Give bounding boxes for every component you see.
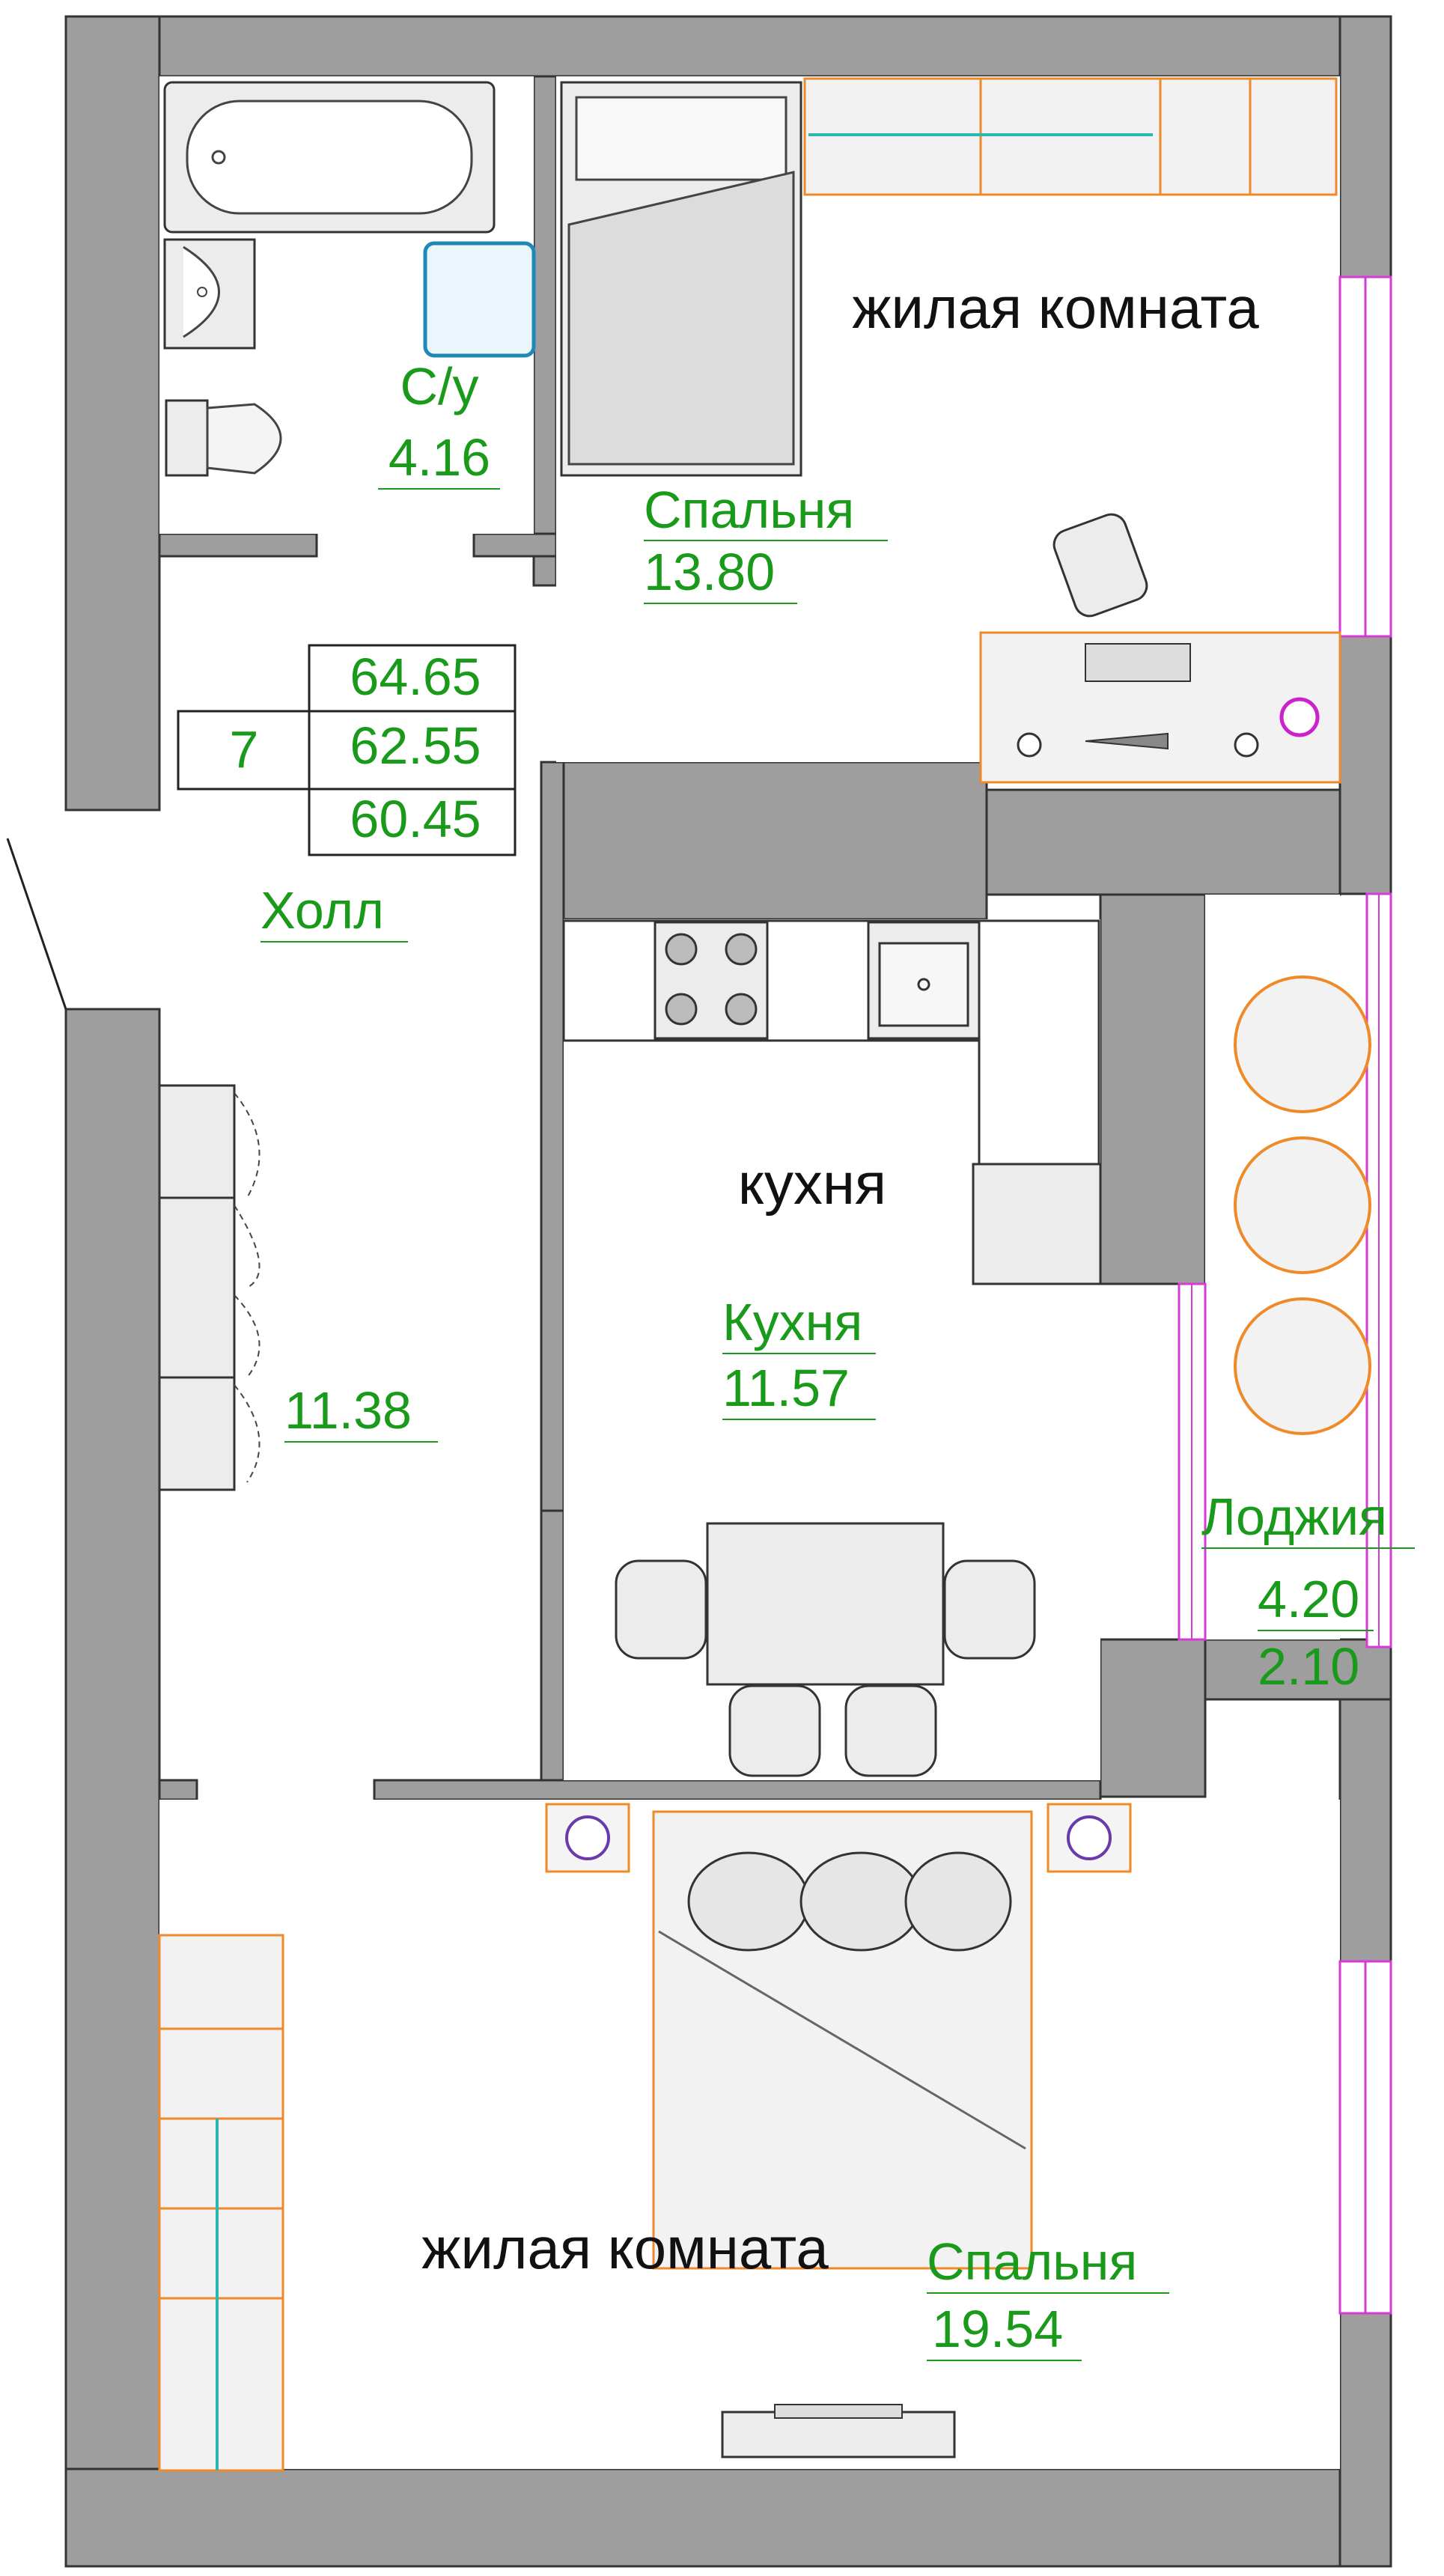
- wall-top: [64, 15, 1392, 78]
- office-chair-icon: [1052, 513, 1148, 618]
- speaker-left-icon: [1017, 732, 1042, 758]
- bathroom-name: С/у: [400, 357, 479, 415]
- wall-kitchen-loggia: [1099, 893, 1207, 1285]
- toilet-tank-icon: [165, 399, 209, 477]
- kitchen-furniture: [562, 919, 1102, 1777]
- wall-right-mid: [1338, 635, 1392, 895]
- wall-bedroom-kitchen: [540, 761, 988, 921]
- bedroom-top-furniture: [560, 77, 1341, 784]
- chair-right-icon: [943, 1559, 1036, 1660]
- hall-area: 11.38: [284, 1381, 412, 1440]
- wall-kitchen-corner: [1099, 1638, 1207, 1798]
- area-with-reduced-loggia: 62.55: [350, 716, 481, 775]
- hall-furniture: [158, 1084, 261, 1491]
- bathroom-area: 4.16: [389, 428, 490, 487]
- wall-bath-bottom-left: [158, 532, 318, 558]
- wall-right-bottom: [1338, 2312, 1392, 2568]
- keyboard-icon: [1085, 643, 1191, 682]
- loggia-chair-bottom-icon: [1234, 1297, 1371, 1435]
- washing-machine-icon: [423, 241, 536, 358]
- speaker-right-icon: [1234, 732, 1259, 758]
- tv-icon: [774, 2404, 903, 2419]
- area-table: 7 64.65 62.55 60.45: [177, 644, 517, 856]
- lamp-icon: [1279, 697, 1320, 737]
- wall-hall-stub: [158, 1779, 198, 1801]
- loggia-area-reduced: 2.10: [1258, 1637, 1359, 1696]
- wall-bedroom-loggia: [985, 788, 1341, 896]
- chair-bottom-right-icon: [844, 1684, 937, 1777]
- kitchen-name: Кухня: [722, 1293, 862, 1351]
- hall-name: Холл: [261, 881, 384, 940]
- wall-right-top: [1338, 15, 1392, 278]
- loggia-name: Лоджия: [1201, 1488, 1387, 1546]
- wardrobe-top-icon: [803, 77, 1338, 196]
- kitchen-area: 11.57: [722, 1359, 850, 1417]
- bedroom-bottom-furniture: [158, 1803, 1132, 2472]
- loggia-furniture: [1234, 975, 1371, 1435]
- room-labels: С/у 4.16 жилая комната Спальня 13.80 Хол…: [261, 275, 1415, 2361]
- wardrobe-bottom-icon: [158, 1934, 284, 2472]
- loggia-area-full: 4.20: [1258, 1570, 1359, 1628]
- bedroom-bottom-name: Спальня: [927, 2232, 1137, 2291]
- fridge-icon: [972, 1163, 1102, 1285]
- monitor-icon: [1085, 732, 1169, 750]
- wall-bath-bedroom: [532, 75, 558, 587]
- bedroom-bottom-type: жилая комната: [421, 2215, 829, 2281]
- bedroom-top-name: Спальня: [644, 481, 854, 539]
- loggia-table-icon: [1234, 1136, 1371, 1274]
- wall-kitchen-bedroom: [373, 1779, 1102, 1801]
- area-living: 60.45: [350, 790, 481, 848]
- tv-stand-icon: [721, 2411, 956, 2458]
- wall-hall-kitchen-lower: [540, 1509, 565, 1782]
- walls: [64, 15, 1392, 2568]
- chair-left-icon: [615, 1559, 707, 1660]
- area-total: 64.65: [350, 648, 481, 706]
- wall-left-lower: [64, 1008, 161, 2568]
- kitchen-type: кухня: [738, 1151, 886, 1217]
- wall-bath-bottom-right: [472, 532, 558, 558]
- wall-hall-kitchen-upper: [540, 761, 565, 1542]
- bedroom-top-type: жилая комната: [852, 275, 1259, 341]
- loggia-chair-top-icon: [1234, 975, 1371, 1113]
- bedroom-top-area: 13.80: [644, 543, 775, 601]
- windows: [1178, 275, 1392, 2315]
- toilet-icon: [206, 403, 282, 475]
- chair-bottom-left-icon: [728, 1684, 821, 1777]
- apartment-number: 7: [230, 720, 259, 779]
- hall-wardrobe-icon: [158, 1084, 236, 1491]
- entrance-door: [6, 838, 67, 1010]
- bathroom-fixtures: [163, 81, 536, 477]
- bedroom-bottom-area: 19.54: [932, 2300, 1063, 2358]
- wall-left-upper: [64, 15, 161, 812]
- wall-bottom: [64, 2467, 1392, 2568]
- dining-table-icon: [706, 1522, 945, 1686]
